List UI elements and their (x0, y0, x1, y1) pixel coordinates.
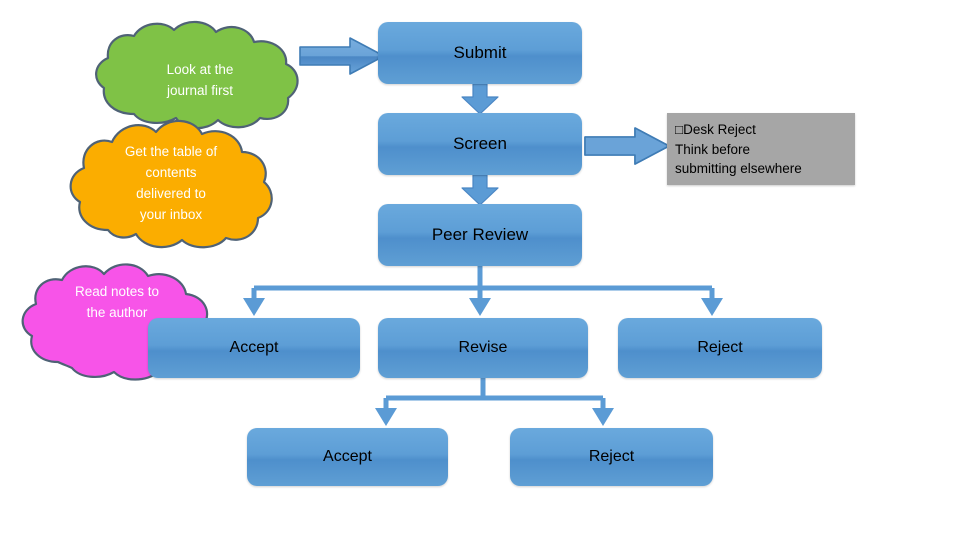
box-label: Submit (453, 42, 507, 62)
split-peer-review-to-outcomes (240, 266, 726, 320)
desk-reject-note-line: Think before (675, 141, 751, 157)
box-screen[interactable]: Screen (378, 113, 582, 175)
split-revise-to-outcomes (362, 378, 614, 430)
cloud-shape-icon (95, 20, 299, 130)
block-arrow-down-icon (461, 83, 499, 115)
split-three-connector-icon (243, 266, 723, 316)
box-revise[interactable]: Revise (378, 318, 588, 378)
box-label: Reject (697, 339, 743, 357)
box-label: Reject (588, 448, 635, 466)
box-accept-after-review[interactable]: Accept (148, 318, 360, 378)
arrow-cloud-to-submit (299, 37, 385, 75)
box-label: Accept (229, 339, 279, 357)
arrow-screen-to-desk-reject (584, 127, 670, 165)
desk-reject-note-line: □Desk Reject (675, 122, 756, 137)
box-accept-after-revise[interactable]: Accept (247, 428, 448, 486)
block-arrow-right-icon (584, 127, 670, 165)
arrow-submit-to-screen (461, 83, 499, 115)
box-submit[interactable]: Submit (378, 22, 582, 84)
desk-reject-note-line: submitting elsewhere (675, 161, 802, 177)
box-label: Peer Review (431, 224, 529, 244)
block-arrow-down-icon (461, 174, 499, 206)
desk-reject-note[interactable]: □Desk Reject Think before submitting els… (667, 113, 855, 185)
block-arrow-right-icon (299, 37, 385, 75)
cloud-get-table-of-contents[interactable]: Get the table of contents delivered to y… (64, 108, 278, 252)
box-peer-review[interactable]: Peer Review (378, 204, 582, 266)
box-reject-after-revise[interactable]: Reject (510, 428, 713, 486)
box-label: Revise (458, 339, 508, 357)
arrow-screen-to-peer-review (461, 174, 499, 206)
split-two-connector-icon (375, 378, 614, 426)
box-reject-after-review[interactable]: Reject (618, 318, 822, 378)
box-label: Accept (323, 448, 372, 466)
cloud-shape-icon (69, 119, 273, 249)
box-label: Screen (453, 133, 507, 153)
